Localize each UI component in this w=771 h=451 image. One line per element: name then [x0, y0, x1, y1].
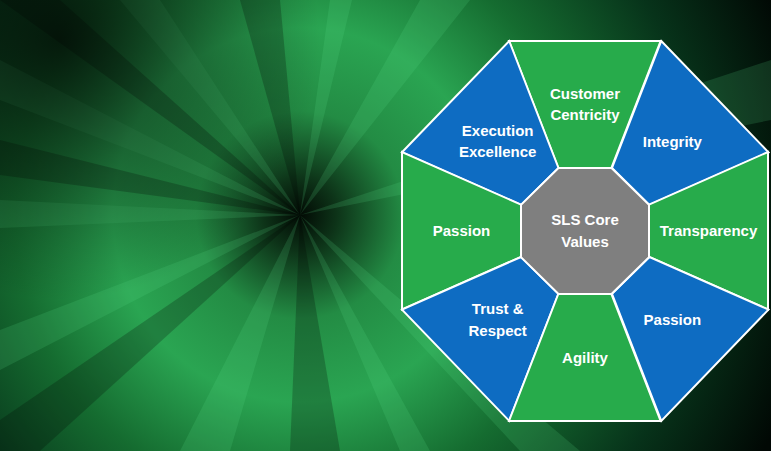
- center-octagon-outline: [521, 168, 649, 294]
- label-box: Trust & Respect: [455, 299, 541, 343]
- label-box: Execution Excellence: [455, 120, 541, 164]
- value-label: Passion: [620, 310, 724, 332]
- label-box: Customer Centricity: [533, 83, 637, 127]
- value-segment-shape: [509, 294, 661, 421]
- label-box: Passion: [620, 310, 724, 332]
- label-box: Agility: [533, 347, 637, 369]
- value-segment: Agility: [509, 294, 661, 421]
- value-label: Passion: [410, 220, 514, 242]
- label-box: Transparency: [653, 220, 765, 242]
- label-box: Passion: [410, 220, 514, 242]
- center-octagon-shape: [521, 168, 649, 294]
- center-title: SLS Core Values: [543, 209, 627, 253]
- value-label: Execution Excellence: [455, 120, 541, 164]
- center-octagon: SLS Core Values: [521, 168, 649, 294]
- value-label: Trust & Respect: [455, 299, 541, 343]
- value-label: Agility: [533, 347, 637, 369]
- value-label: Transparency: [653, 220, 765, 242]
- value-label: Customer Centricity: [533, 83, 637, 127]
- value-label: Integrity: [629, 131, 715, 153]
- label-box: SLS Core Values: [543, 209, 627, 253]
- label-box: Integrity: [629, 131, 715, 153]
